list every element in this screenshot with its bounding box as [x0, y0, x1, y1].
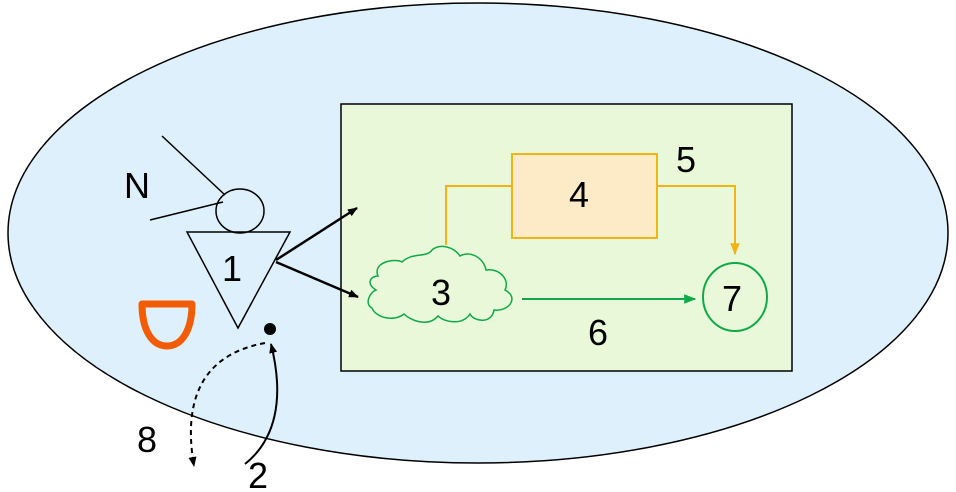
arrow-to-panel — [275, 206, 358, 262]
box-4 — [511, 153, 658, 239]
arrow-to-cloud — [275, 260, 359, 299]
label-8: 8 — [137, 419, 157, 460]
line-n-top — [161, 135, 226, 196]
circle-7 — [702, 262, 768, 332]
cloud-icon — [367, 245, 513, 323]
label-7: 7 — [722, 278, 742, 319]
orange-arrow-5 — [657, 185, 740, 256]
dashed-arrow-8 — [188, 342, 266, 467]
solid-arrow-2 — [244, 343, 279, 465]
label-1: 1 — [222, 248, 242, 289]
line-n-bottom — [149, 201, 224, 221]
label-3: 3 — [431, 272, 451, 313]
label-2: 2 — [248, 455, 268, 492]
mouth-icon — [138, 300, 196, 350]
dot-icon — [264, 323, 276, 335]
observer-body-icon — [185, 231, 292, 330]
label-n: N — [124, 165, 150, 206]
label-6: 6 — [588, 312, 608, 353]
label-5: 5 — [676, 139, 696, 180]
observer-head-icon — [215, 188, 265, 234]
orange-line-left — [445, 185, 512, 245]
label-4: 4 — [569, 174, 589, 215]
